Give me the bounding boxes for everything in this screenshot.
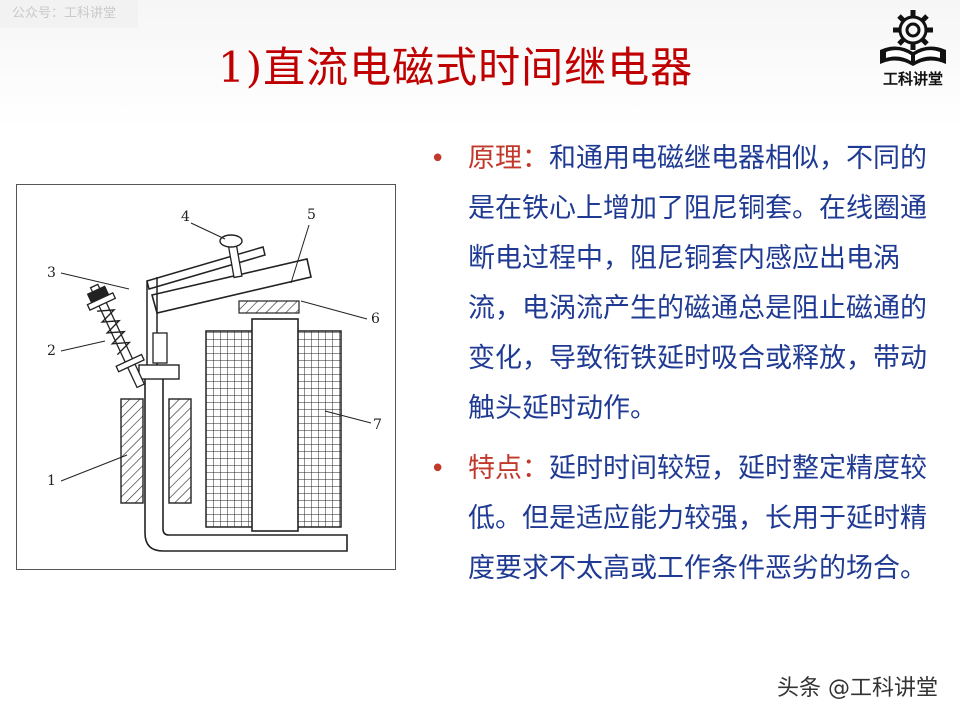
yoke bbox=[144, 372, 348, 552]
brand-logo: 工科讲堂 bbox=[870, 4, 956, 94]
gear-book-icon bbox=[880, 10, 946, 66]
damping-sleeve bbox=[238, 300, 300, 314]
bullet-text: 延时时间较短，延时整定精度较低。但是适应能力较强，长用于延时精度要求不太高或工作… bbox=[468, 453, 927, 584]
yoke-cap bbox=[138, 364, 180, 380]
bullet-dot: • bbox=[430, 454, 446, 484]
label-4: 4 bbox=[181, 209, 190, 225]
bracket-block bbox=[152, 332, 168, 364]
logo-text: 工科讲堂 bbox=[882, 70, 943, 88]
left-pole-winding bbox=[120, 398, 144, 504]
label-2: 2 bbox=[47, 343, 56, 359]
bullet-heading: 特点： bbox=[468, 453, 549, 484]
toutiao-watermark: 头条 @工科讲堂 bbox=[777, 676, 938, 701]
bullet-list: • 原理：和通用电磁继电器相似，不同的是在铁心上增加了阻尼铜套。在线圈通断电过程… bbox=[430, 134, 930, 604]
bullet-text: 和通用电磁继电器相似，不同的是在铁心上增加了阻尼铜套。在线圈通断电过程中，阻尼铜… bbox=[468, 143, 927, 424]
iron-core bbox=[251, 318, 299, 532]
label-6: 6 bbox=[371, 311, 380, 327]
bullet-heading: 原理： bbox=[468, 143, 549, 174]
spring-assembly bbox=[86, 283, 146, 389]
label-3: 3 bbox=[47, 265, 56, 281]
leader-lines bbox=[60, 222, 372, 482]
screw-head bbox=[219, 234, 243, 248]
bullet-principle: • 原理：和通用电磁继电器相似，不同的是在铁心上增加了阻尼铜套。在线圈通断电过程… bbox=[430, 134, 930, 434]
wechat-watermark: 公众号：工科讲堂 bbox=[0, 0, 138, 28]
label-5: 5 bbox=[307, 207, 316, 223]
relay-diagram: 1 2 3 4 5 6 7 bbox=[16, 184, 396, 570]
slide-title: 1)直流电磁式时间继电器 bbox=[218, 43, 694, 92]
armature bbox=[151, 258, 312, 314]
relay-drawing bbox=[60, 222, 372, 552]
bullet-features: • 特点：延时时间较短，延时整定精度较低。但是适应能力较强，长用于延时精度要求不… bbox=[430, 444, 930, 594]
bullet-dot: • bbox=[430, 144, 446, 174]
right-pole-winding bbox=[168, 398, 192, 504]
label-7: 7 bbox=[373, 417, 382, 433]
label-1: 1 bbox=[47, 473, 56, 489]
